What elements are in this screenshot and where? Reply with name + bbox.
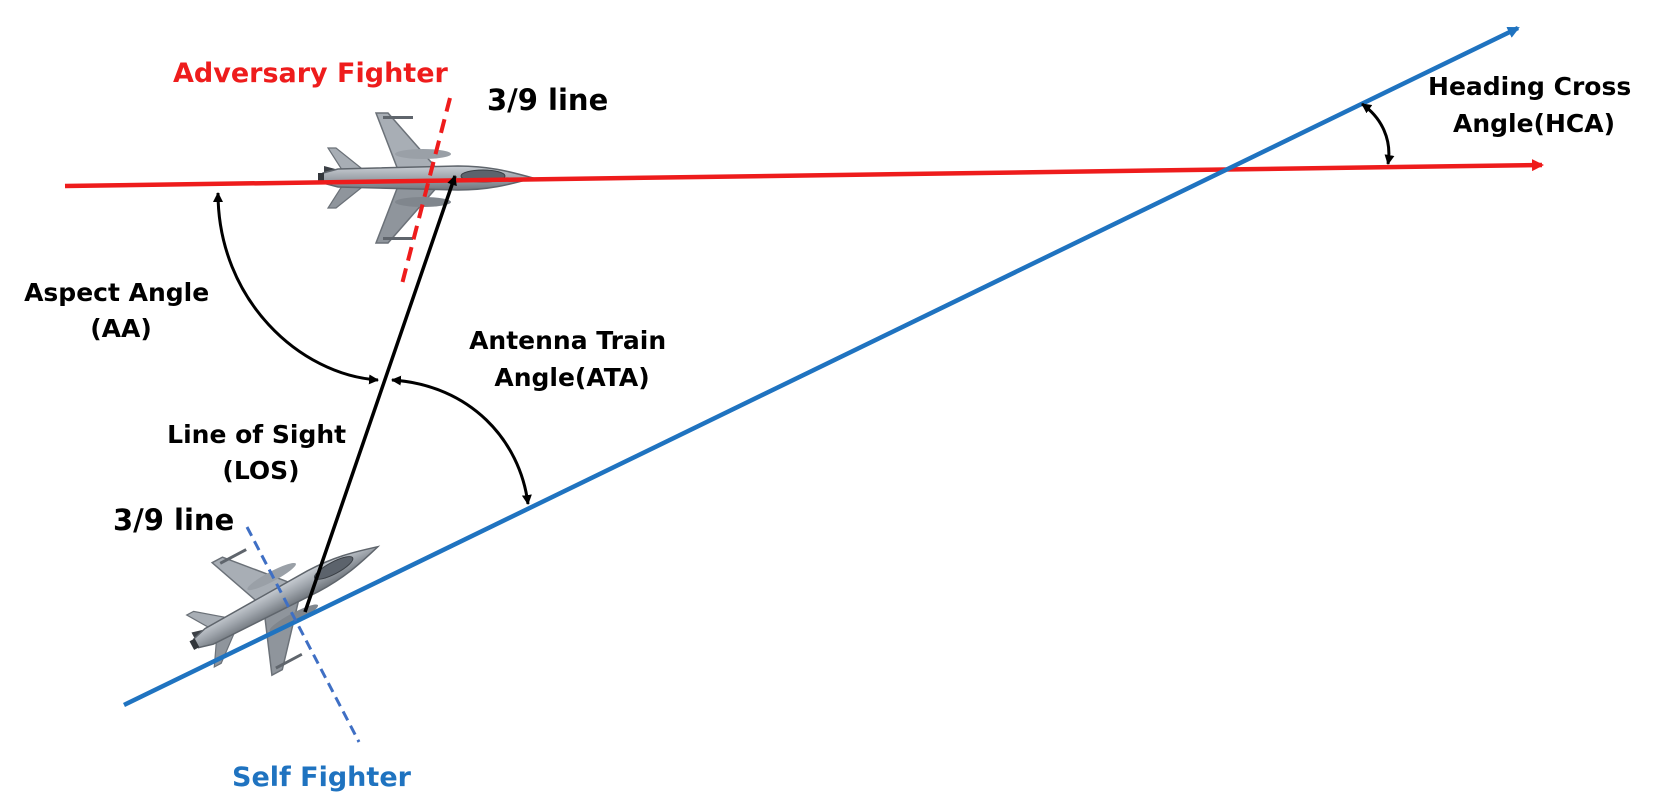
three-nine-line-top-label: 3/9 line xyxy=(487,83,608,117)
three-nine-line-bottom-label: 3/9 line xyxy=(113,503,234,537)
aspect-angle-arc xyxy=(213,192,379,385)
line-of-sight-label: Line of Sight (LOS) xyxy=(167,420,355,485)
heading-cross-angle-label: Heading Cross Angle(HCA) xyxy=(1428,72,1640,138)
heading-cross-angle-arc xyxy=(1361,102,1395,165)
self-3-9-line xyxy=(245,526,361,743)
self-fighter-label: Self Fighter xyxy=(232,762,412,793)
adversary-3-9-line xyxy=(400,97,452,285)
aspect-angle-label: Aspect Angle (AA) xyxy=(24,278,218,343)
adversary-heading-line xyxy=(64,159,1544,189)
antenna-train-angle-label: Antenna Train Angle(ATA) xyxy=(469,326,675,392)
line-of-sight-line xyxy=(303,175,457,613)
adversary-fighter-label: Adversary Fighter xyxy=(173,58,449,89)
self-heading-line xyxy=(123,25,1520,708)
antenna-train-angle-arc xyxy=(391,375,532,505)
